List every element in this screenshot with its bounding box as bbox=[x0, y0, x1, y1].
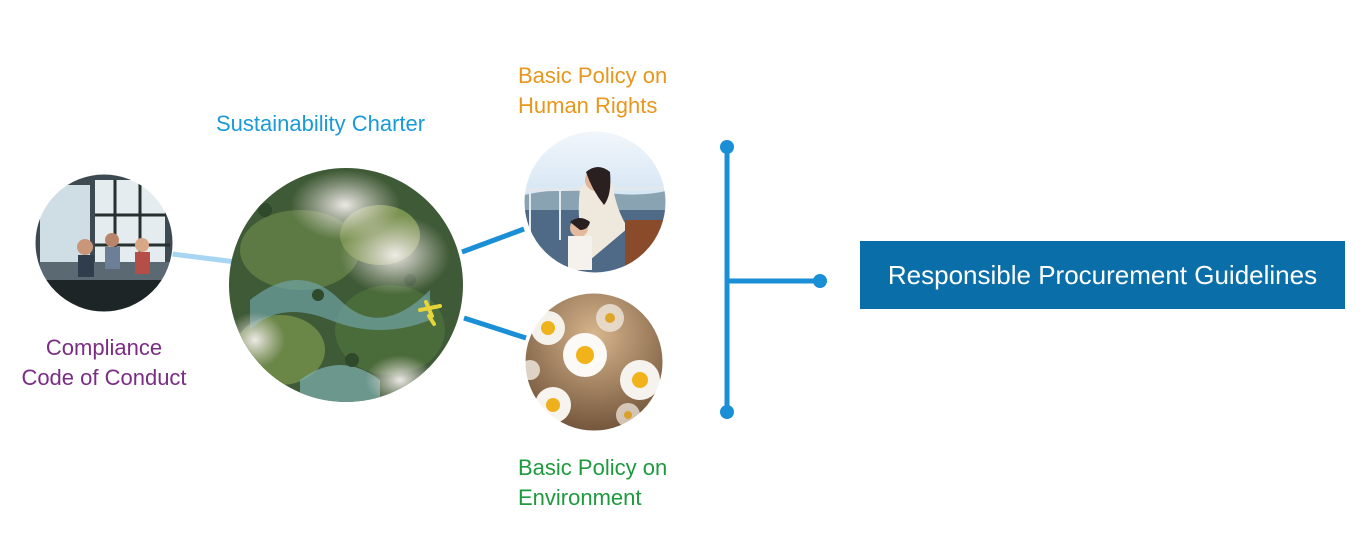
bracket-bottom-dot bbox=[720, 405, 734, 419]
compliance-label-line1: Compliance bbox=[45, 335, 163, 360]
bracket-top-dot bbox=[720, 140, 734, 154]
guidelines-box: Responsible Procurement Guidelines bbox=[860, 241, 1345, 309]
environment-label-line1: Basic Policy on bbox=[518, 455, 668, 480]
daisy-flowers-border bbox=[524, 292, 664, 432]
compliance-sustainability-link bbox=[171, 251, 237, 265]
human-rights-label-line2: Human Rights bbox=[518, 93, 658, 118]
mother-child-border bbox=[523, 130, 667, 274]
sustainability-label-text: Sustainability Charter bbox=[216, 111, 426, 136]
daisy-flowers-photo bbox=[525, 293, 663, 431]
compliance-label-line2: Code of Conduct bbox=[21, 365, 187, 390]
human-rights-label-line1: Basic Policy on bbox=[518, 63, 668, 88]
office-meeting-border bbox=[34, 173, 174, 313]
compliance-label: Compliance Code of Conduct bbox=[14, 333, 194, 393]
environment-label: Basic Policy on Environment bbox=[518, 453, 667, 513]
mother-child-photo bbox=[524, 131, 666, 273]
human-rights-label: Basic Policy on Human Rights bbox=[518, 61, 667, 121]
office-meeting-photo bbox=[35, 174, 173, 312]
environment-label-line2: Environment bbox=[518, 485, 642, 510]
sustainability-human-rights-link bbox=[461, 226, 525, 255]
sustainability-environment-link bbox=[463, 315, 527, 341]
bracket-right-dot bbox=[813, 274, 827, 288]
forest-aerial-photo bbox=[229, 168, 463, 402]
sustainability-label: Sustainability Charter bbox=[216, 109, 425, 139]
guidelines-box-text: Responsible Procurement Guidelines bbox=[887, 259, 1318, 290]
